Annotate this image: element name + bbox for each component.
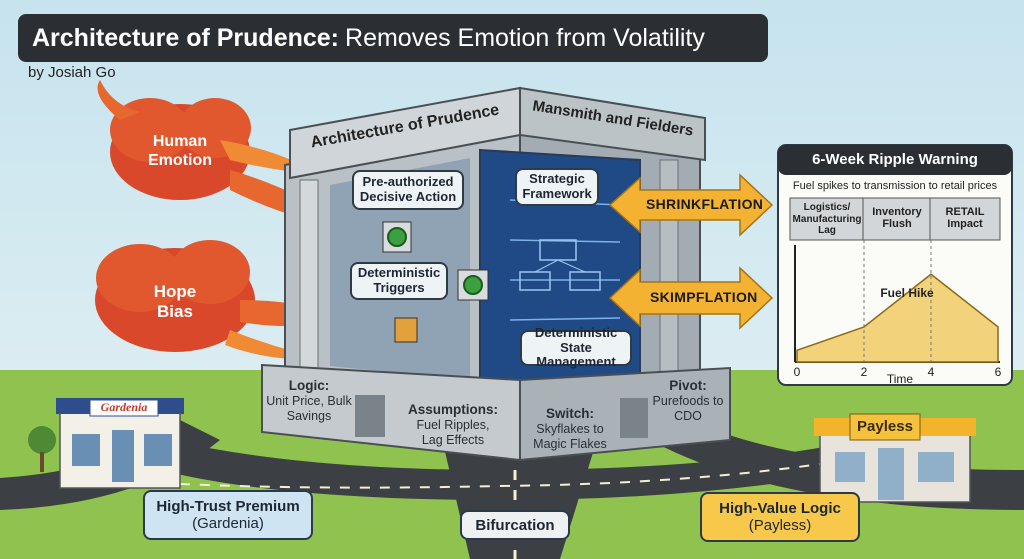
plaque-switch: Switch: Skyflakes to Magic Flakes	[522, 406, 618, 452]
skimpflation-label: SKIMPFLATION	[650, 289, 758, 305]
gardenia-sign: Gardenia	[100, 400, 148, 414]
x-tick-label: 6	[994, 365, 1002, 379]
plaque-pivot: Pivot: Purefoods to CDO	[652, 378, 724, 424]
plaque-logic-title: Logic:	[288, 378, 330, 393]
plaque-assumptions-title: Assumptions:	[407, 402, 498, 417]
x-tick-label: 4	[927, 365, 935, 379]
callout-decisive-action: Pre-authorized Decisive Action	[352, 170, 464, 210]
fuel-hike-annotation: Fuel Hike	[880, 286, 934, 300]
high-value-title: High-Value Logic	[719, 500, 841, 517]
high-trust-title: High-Trust Premium	[156, 498, 300, 515]
x-tick-label: 2	[860, 365, 868, 379]
plaque-assumptions: Assumptions: Fuel Ripples, Lag Effects	[405, 402, 501, 448]
ripple-title: 6-Week Ripple Warning	[812, 151, 978, 168]
plaque-pivot-text: Purefoods to CDO	[652, 394, 724, 424]
plaque-switch-text: Skyflakes to Magic Flakes	[533, 422, 607, 452]
series-area	[796, 273, 999, 363]
hope-bias-label: Hope Bias	[153, 282, 197, 322]
phase-label-lag: Logistics/ Manufacturing Lag	[792, 202, 862, 236]
shrinkflation-label: SHRINKFLATION	[646, 196, 764, 212]
payless-store	[814, 413, 976, 503]
title-bold: Architecture of Prudence:	[32, 23, 340, 52]
payless-sign: Payless	[857, 418, 913, 435]
phase-label-inventory: Inventory Flush	[872, 206, 922, 230]
fire-cloud-hope-bias	[95, 240, 355, 361]
title-rest: Removes Emotion from Volatility	[345, 23, 705, 52]
phase-label-retail: RETAIL Impact	[945, 206, 985, 230]
x-axis-label: Time	[886, 372, 914, 386]
title-banner: Architecture of Prudence: Removes Emotio…	[18, 14, 768, 62]
high-value-sub: (Payless)	[748, 517, 812, 535]
shrinkflation-arrow	[608, 173, 774, 237]
plaque-switch-title: Switch:	[545, 406, 594, 421]
high-value-logic-label: High-Value Logic (Payless)	[700, 492, 860, 542]
callout-strategic-framework: Strategic Framework	[515, 168, 599, 206]
ripple-subtitle: Fuel spikes to transmission to retail pr…	[792, 180, 998, 192]
human-emotion-label: Human Emotion	[148, 133, 212, 170]
plaque-pivot-title: Pivot:	[669, 378, 707, 393]
callout-state-management: Deterministic State Management	[520, 325, 632, 369]
gardenia-store	[28, 398, 184, 489]
high-trust-premium-label: High-Trust Premium (Gardenia)	[143, 490, 313, 540]
byline: by Josiah Go	[28, 64, 116, 81]
skimpflation-arrow	[608, 266, 774, 330]
bifurcation-label: Bifurcation	[460, 510, 570, 540]
x-tick-label: 0	[793, 365, 801, 379]
plaque-logic: Logic: Unit Price, Bulk Savings	[266, 378, 352, 424]
plaque-assumptions-text: Fuel Ripples, Lag Effects	[416, 418, 490, 448]
high-trust-sub: (Gardenia)	[192, 515, 264, 533]
callout-deterministic-triggers: Deterministic Triggers	[350, 262, 448, 300]
plaque-logic-text: Unit Price, Bulk Savings	[266, 394, 352, 424]
ripple-chart	[777, 144, 1013, 386]
building	[261, 86, 731, 462]
